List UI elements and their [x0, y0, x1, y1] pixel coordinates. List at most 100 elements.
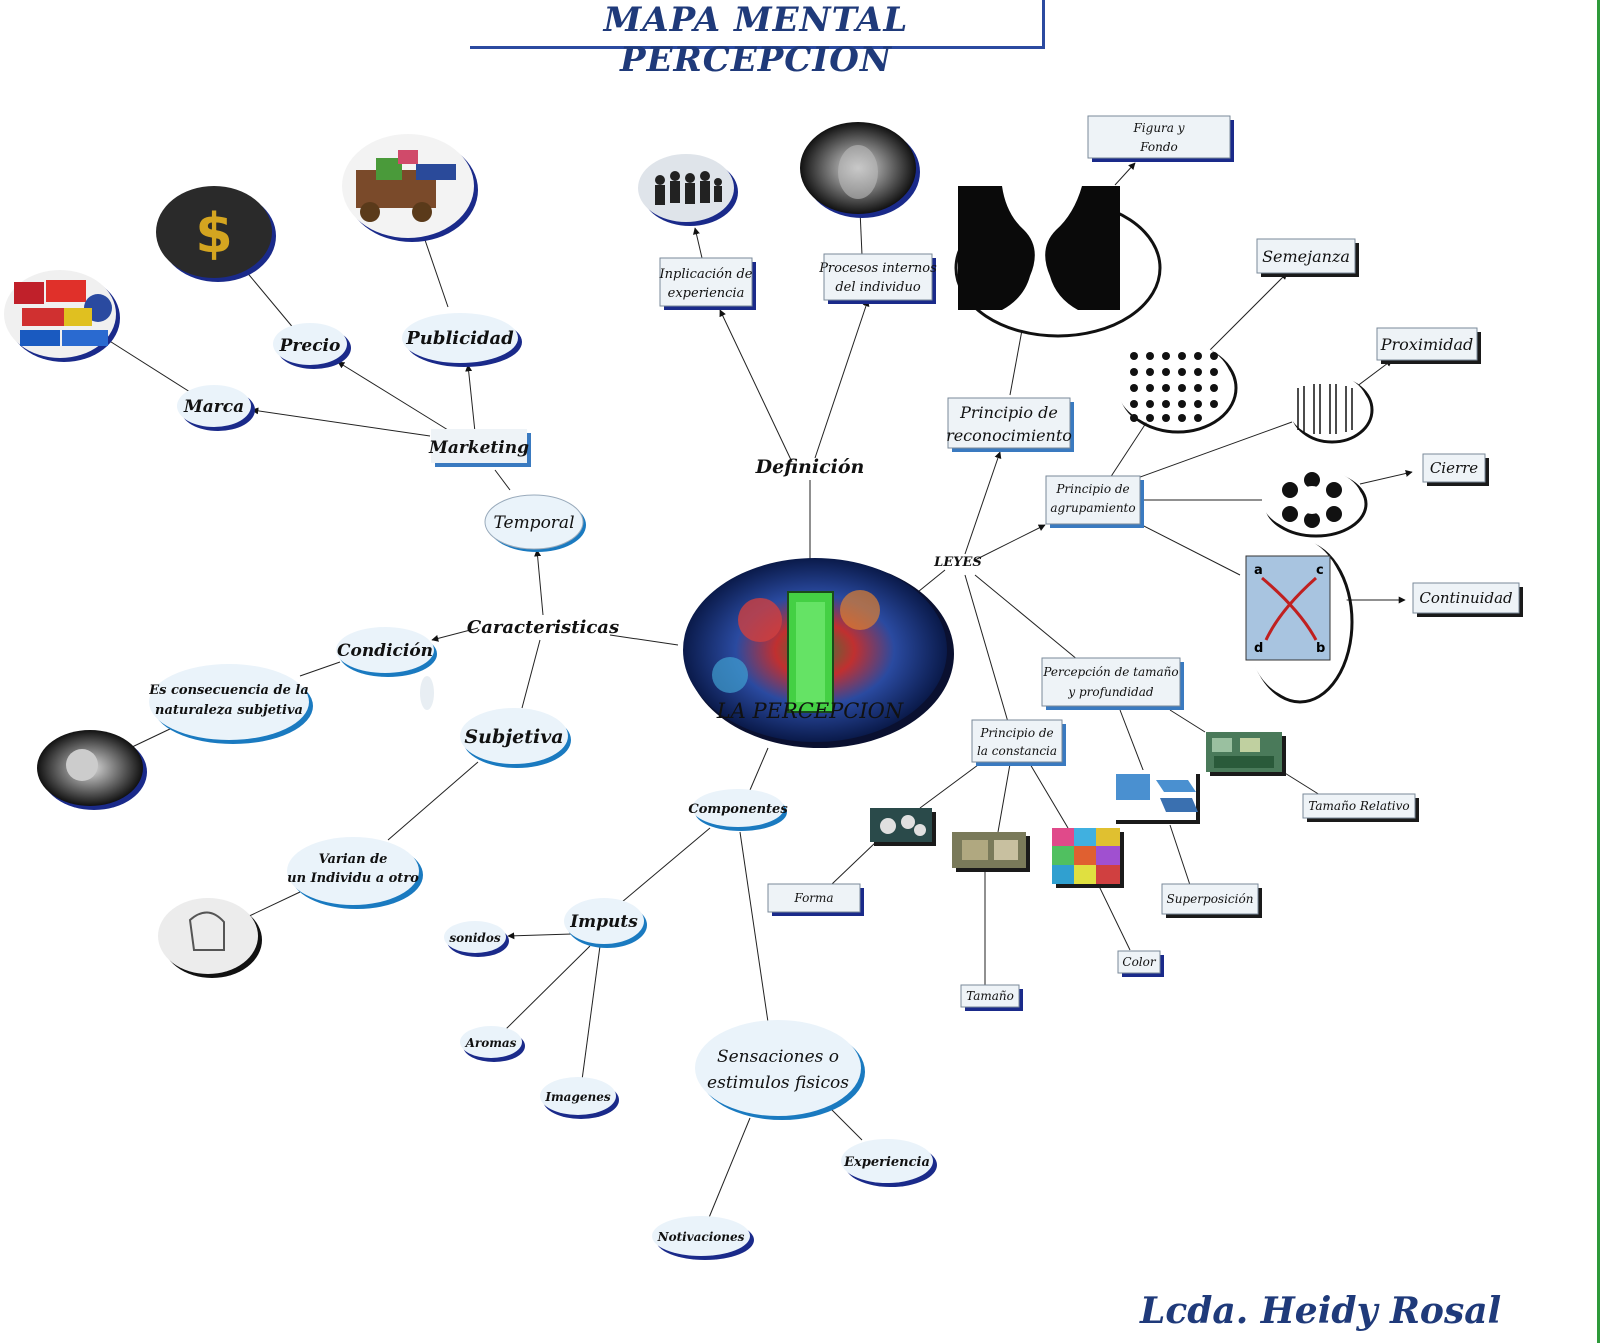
sensaciones-node: Sensaciones o estimulos fisicos: [695, 1020, 865, 1120]
rubin-vase-image: [954, 186, 1162, 338]
semejanza-label: Semejanza: [1262, 247, 1350, 266]
right-edge-line: [1597, 0, 1600, 1343]
tamano-prof-box: Percepción de tamaño y profundidad: [1041, 657, 1184, 710]
lines-proximity-figure: [1288, 374, 1374, 444]
agrupamiento-line2: agrupamiento: [1050, 501, 1135, 515]
fingerprint-photo: [158, 898, 262, 978]
leyes-label: LEYES: [933, 555, 982, 570]
proximidad-label: Proximidad: [1380, 335, 1474, 354]
tamano-prof-line1: Percepción de tamaño: [1042, 665, 1178, 679]
face-scan-photo: [800, 122, 920, 218]
constancia-line2: la constancia: [977, 744, 1057, 758]
imputs-label: Imputs: [569, 912, 638, 932]
connector-agrup-continuidad: [1131, 519, 1241, 576]
connector-consecuencia-photo: [129, 727, 173, 749]
continuidad-label: Continuidad: [1419, 589, 1512, 607]
continuidad-box: Continuidad: [1412, 582, 1523, 617]
page-title: MAPA MENTAL PERCEPCION: [470, 0, 1045, 80]
varian-line1: Varian de: [319, 852, 388, 867]
connector-varian-photo: [244, 891, 301, 919]
notivaciones-label: Notivaciones: [657, 1230, 745, 1244]
connector-definicion-procesos: [814, 299, 870, 459]
connector-circles-cierre: [1359, 470, 1413, 485]
implicacion-line2: experiencia: [668, 286, 745, 301]
circles-closure-figure: [1262, 468, 1368, 538]
procesos-line2: del individuo: [835, 280, 921, 295]
svg-text:d: d: [1254, 641, 1263, 656]
cierre-box: Cierre: [1422, 453, 1489, 486]
proximidad-box: Proximidad: [1376, 327, 1481, 364]
brand-logos-photo: [4, 270, 120, 362]
connector-caract-temporal: [534, 549, 544, 616]
constancia-box: Principio de la constancia: [971, 719, 1066, 766]
notivaciones-node: Notivaciones: [652, 1216, 754, 1260]
connector-super-photo-label: [1169, 824, 1191, 886]
semejanza-box: Semejanza: [1256, 238, 1359, 277]
connector-agrup-lines: [1131, 421, 1293, 481]
people-crowd-photo: [638, 154, 738, 226]
svg-text:$: $: [195, 202, 233, 265]
connector-reconocimiento-figura: [1009, 329, 1023, 396]
condicion-node: Condición: [336, 627, 437, 677]
tamano-box: Tamaño: [960, 984, 1023, 1011]
connector-marketing-precio: [337, 361, 449, 431]
aromas-label: Aromas: [465, 1036, 517, 1050]
connector-caract-subjetiva: [521, 639, 541, 709]
connector-temporal-marketing: [494, 469, 511, 491]
tamano-relativo-label: Tamaño Relativo: [1308, 799, 1409, 813]
experiencia-node: Experiencia: [841, 1139, 937, 1187]
sensaciones-line2: estimulos fisicos: [707, 1073, 849, 1093]
room-photo: [1206, 732, 1286, 776]
connector-center-caracteristicas: [609, 634, 679, 646]
forma-box: Forma: [767, 883, 864, 916]
componentes-label: Componentes: [688, 802, 788, 817]
aromas-node: Aromas: [460, 1026, 525, 1062]
precio-node: Precio: [273, 323, 351, 369]
caracteristicas-label: Caracteristicas: [467, 617, 619, 638]
connector-precio-photo: [244, 269, 296, 331]
decorative-bubble: [420, 676, 434, 710]
varian-node: Varian de un Individu a otro: [287, 837, 423, 909]
center-node: LA PERCEPCION: [683, 558, 954, 748]
connector-marketing-marca: [251, 407, 431, 437]
connector-figura-label: [1114, 162, 1136, 186]
tamano-label: Tamaño: [966, 989, 1014, 1003]
connector-agrup-dots: [1109, 419, 1149, 479]
implicacion-line1: Inplicación de: [659, 267, 753, 282]
reconocimiento-line1: Principio de: [959, 403, 1058, 422]
consecuencia-line2: naturaleza subjetiva: [155, 703, 303, 718]
color-label: Color: [1122, 955, 1156, 969]
connector-prof-relativo-photo: [1169, 709, 1206, 733]
connector-marca-photo: [107, 339, 191, 393]
publicidad-node: Publicidad: [402, 313, 522, 367]
author-signature: Lcda. Heidy Rosal: [1140, 1290, 1502, 1332]
temporal-label: Temporal: [493, 513, 574, 533]
procesos-box: Procesos internos del individuo: [818, 253, 937, 304]
connector-condicion-consecuencia: [299, 661, 341, 677]
definicion-label: Definición: [755, 456, 865, 478]
connector-leyes-tamano-prof: [974, 574, 1079, 661]
superposicion-box: Superposición: [1161, 883, 1262, 918]
connector-center-componentes: [749, 747, 769, 791]
implicacion-box: Inplicación de experiencia: [659, 257, 756, 310]
marca-label: Marca: [183, 397, 244, 417]
connector-constancia-forma-photo: [919, 761, 983, 809]
marketing-box: Marketing: [428, 429, 531, 467]
center-label: LA PERCEPCION: [716, 699, 904, 723]
reconocimiento-line2: reconocimiento: [946, 426, 1072, 445]
connector-constancia-color-photo: [1029, 763, 1069, 829]
superposicion-label: Superposición: [1167, 892, 1254, 906]
imagenes-label: Imagenes: [544, 1090, 610, 1104]
imputs-node: Imputs: [564, 898, 647, 948]
temporal-node: Temporal: [484, 494, 586, 552]
subjetiva-label: Subjetiva: [464, 726, 563, 748]
connector-constancia-tamano-photo: [997, 763, 1011, 833]
connector-leyes-reconocimiento: [964, 451, 1002, 555]
experiencia-label: Experiencia: [843, 1155, 930, 1170]
tamano-relativo-box: Tamaño Relativo: [1302, 793, 1419, 822]
connector-sensaciones-notivaciones: [707, 1117, 751, 1221]
marca-node: Marca: [177, 385, 255, 431]
social-media-photo: [342, 134, 478, 242]
figura-fondo-box: Figura y Fondo: [1087, 115, 1234, 162]
